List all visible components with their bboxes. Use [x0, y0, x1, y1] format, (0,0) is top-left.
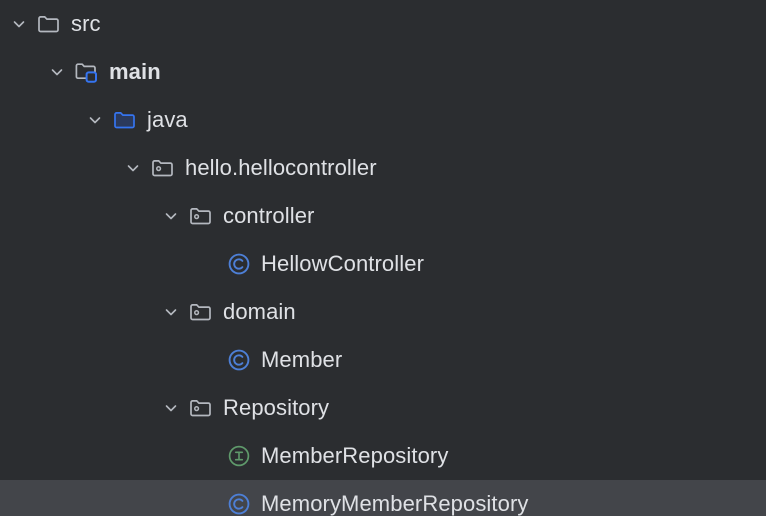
tree-node-label: MemoryMemberRepository — [261, 491, 529, 516]
tree-node-label: main — [109, 59, 161, 84]
tree-row[interactable]: MemberRepository — [0, 432, 766, 480]
tree-row[interactable]: src — [0, 0, 766, 48]
tree-row[interactable]: HellowController — [0, 240, 766, 288]
chevron-down-icon[interactable] — [158, 299, 184, 325]
tree-row[interactable]: hello.hellocontroller — [0, 144, 766, 192]
tree-node-label: MemberRepository — [261, 443, 449, 468]
folder-sources-blue-icon — [112, 107, 138, 133]
tree-node-label: src — [71, 11, 101, 36]
tree-indent-spacer — [0, 360, 196, 361]
tree-indent-spacer — [0, 120, 82, 121]
tree-indent-spacer — [0, 408, 158, 409]
folder-icon — [36, 11, 62, 37]
tree-indent-spacer — [0, 456, 196, 457]
tree-indent-spacer — [0, 504, 196, 505]
package-icon — [188, 299, 214, 325]
tree-indent-spacer — [0, 312, 158, 313]
chevron-down-icon[interactable] — [44, 59, 70, 85]
tree-indent-spacer — [0, 72, 44, 73]
java-class-icon — [226, 491, 252, 516]
java-class-icon — [226, 251, 252, 277]
tree-node-label: Member — [261, 347, 343, 372]
package-icon — [150, 155, 176, 181]
tree-node-label: hello.hellocontroller — [185, 155, 377, 180]
tree-node-label: domain — [223, 299, 296, 324]
folder-source-root-icon — [74, 59, 100, 85]
tree-node-label: controller — [223, 203, 315, 228]
chevron-down-icon[interactable] — [120, 155, 146, 181]
tree-indent-spacer — [0, 216, 158, 217]
tree-node-label: java — [147, 107, 188, 132]
java-class-icon — [226, 347, 252, 373]
tree-indent-spacer — [0, 168, 120, 169]
tree-row[interactable]: Repository — [0, 384, 766, 432]
tree-row[interactable]: java — [0, 96, 766, 144]
tree-row[interactable]: domain — [0, 288, 766, 336]
chevron-down-icon[interactable] — [158, 203, 184, 229]
package-icon — [188, 395, 214, 421]
tree-row[interactable]: MemoryMemberRepository — [0, 480, 766, 516]
tree-indent-spacer — [0, 264, 196, 265]
tree-row[interactable]: main — [0, 48, 766, 96]
chevron-down-icon[interactable] — [158, 395, 184, 421]
tree-node-label: Repository — [223, 395, 330, 420]
tree-toggle-placeholder — [196, 251, 222, 277]
tree-row[interactable]: Member — [0, 336, 766, 384]
package-icon — [188, 203, 214, 229]
tree-row[interactable]: controller — [0, 192, 766, 240]
tree-node-label: HellowController — [261, 251, 424, 276]
chevron-down-icon[interactable] — [82, 107, 108, 133]
chevron-down-icon[interactable] — [6, 11, 32, 37]
java-interface-icon — [226, 443, 252, 469]
tree-toggle-placeholder — [196, 443, 222, 469]
tree-toggle-placeholder — [196, 491, 222, 516]
tree-toggle-placeholder — [196, 347, 222, 373]
